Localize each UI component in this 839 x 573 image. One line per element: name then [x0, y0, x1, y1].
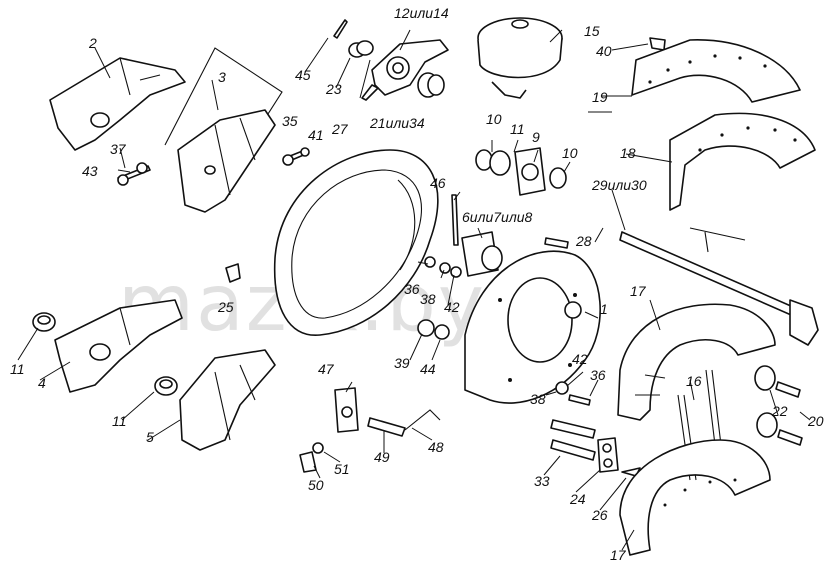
label-11-a: 11 — [10, 361, 25, 377]
plate-47 — [334, 387, 359, 433]
label-4: 4 — [38, 375, 46, 391]
label-33: 33 — [534, 473, 550, 489]
lining-18 — [669, 112, 816, 211]
axles-20 — [775, 381, 803, 446]
rollers-22 — [754, 365, 778, 438]
plate-24 — [597, 437, 619, 473]
label-1: 1 — [600, 301, 608, 317]
label-27: 27 — [331, 121, 349, 137]
label-44: 44 — [420, 361, 436, 377]
bolt-35-41 — [282, 147, 310, 166]
bracket-3 — [164, 47, 283, 213]
label-10-a: 10 — [486, 111, 502, 127]
anchor-pins-33 — [550, 419, 596, 461]
label-41: 41 — [308, 127, 324, 143]
bushing-11-center — [154, 376, 178, 396]
part-21-34 — [417, 72, 445, 98]
brake-chamber-15 — [477, 17, 563, 99]
label-11-c: 11 — [510, 121, 525, 137]
label-47: 47 — [318, 361, 335, 377]
label-48: 48 — [428, 439, 444, 455]
label-20: 20 — [807, 413, 824, 429]
pin-45 — [333, 19, 348, 39]
label-17-b: 17 — [610, 547, 627, 563]
label-38-a: 38 — [420, 291, 436, 307]
label-43: 43 — [82, 163, 98, 179]
label-22: 22 — [771, 403, 788, 419]
camshaft-29-30 — [619, 227, 819, 346]
label-3: 3 — [218, 69, 226, 85]
flange-6-7-8 — [461, 231, 503, 277]
fitting-25 — [225, 263, 241, 283]
lining-19 — [631, 39, 801, 103]
plug-40 — [649, 37, 666, 51]
pin-28 — [544, 237, 569, 249]
label-46: 46 — [430, 175, 446, 191]
label-36-a: 36 — [404, 281, 420, 297]
label-50: 50 — [308, 477, 324, 493]
label-12: 12или14 — [394, 5, 449, 21]
label-2: 2 — [88, 35, 97, 51]
label-24: 24 — [569, 491, 586, 507]
label-29: 29или30 — [591, 177, 647, 193]
nuts-36-38-42-upper — [424, 256, 462, 278]
label-35: 35 — [282, 113, 298, 129]
label-17-a: 17 — [630, 283, 647, 299]
washers-23 — [348, 40, 374, 58]
dust-shield-27 — [273, 149, 439, 336]
nuts-39-44 — [417, 319, 450, 340]
slack-adjuster — [361, 39, 449, 101]
label-49: 49 — [374, 449, 390, 465]
bolt-37-43 — [117, 162, 151, 186]
shoe-17-lower — [619, 439, 771, 556]
bracket-4 — [54, 299, 183, 393]
label-38-b: 38 — [530, 391, 546, 407]
label-40: 40 — [596, 43, 612, 59]
label-42-a: 42 — [444, 299, 460, 315]
label-25: 25 — [217, 299, 234, 315]
label-10-b: 10 — [562, 145, 578, 161]
anchor-plate-1 — [464, 250, 601, 404]
label-42-b: 42 — [572, 351, 588, 367]
label-9: 9 — [532, 129, 540, 145]
label-15: 15 — [584, 23, 600, 39]
label-19: 19 — [592, 89, 608, 105]
label-45: 45 — [295, 67, 311, 83]
sensor-48-49 — [367, 409, 441, 437]
label-21: 21или34 — [369, 115, 425, 131]
label-36-b: 36 — [590, 367, 606, 383]
label-16: 16 — [686, 373, 702, 389]
bolts-50-51 — [299, 442, 324, 473]
label-37: 37 — [110, 141, 127, 157]
label-6-7-8: 6или7или8 — [462, 209, 533, 225]
shoe-17-upper — [617, 303, 776, 421]
label-11-b: 11 — [112, 413, 127, 429]
bracket-5 — [179, 349, 276, 451]
bracket-2 — [49, 57, 186, 151]
nuts-36-42-lower — [555, 381, 591, 406]
label-51: 51 — [334, 461, 350, 477]
bushing-set-9-10-11 — [475, 147, 567, 196]
label-28: 28 — [575, 233, 592, 249]
label-5: 5 — [146, 429, 154, 445]
bushing-11-left — [32, 312, 56, 332]
label-23: 23 — [325, 81, 342, 97]
bolt-46 — [451, 194, 459, 246]
label-26: 26 — [591, 507, 608, 523]
label-18: 18 — [620, 145, 636, 161]
label-39: 39 — [394, 355, 410, 371]
springs-16 — [677, 369, 725, 481]
